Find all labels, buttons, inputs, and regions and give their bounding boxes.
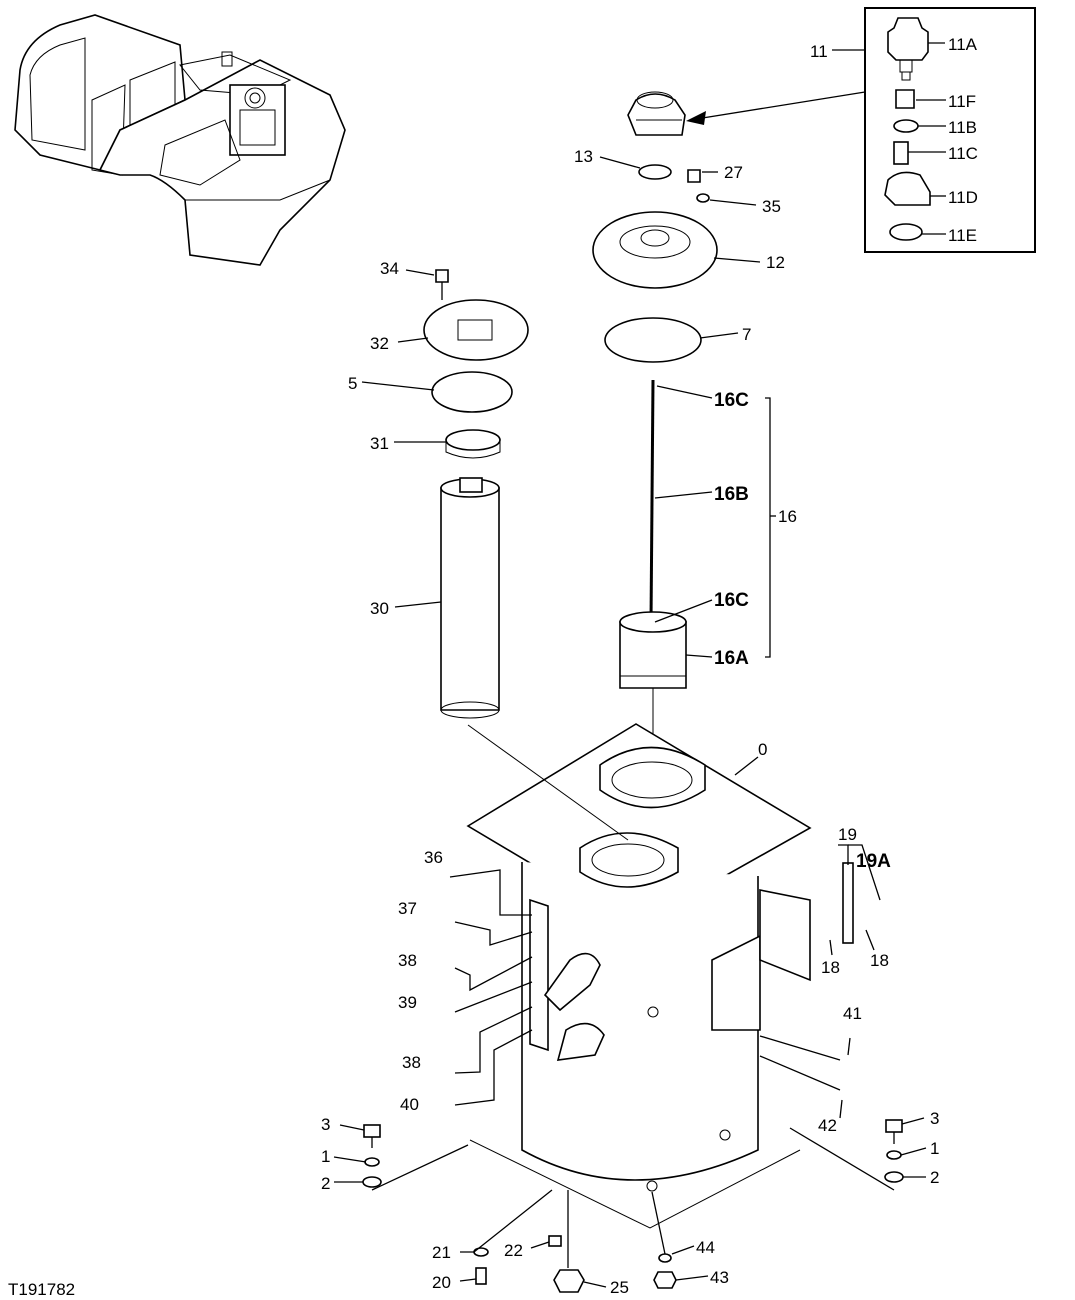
- callout-12: 12: [766, 253, 785, 272]
- callout-11D: 11D: [948, 188, 978, 207]
- callout-34: 34: [380, 259, 399, 278]
- callout-11: 11: [810, 42, 828, 61]
- callout-0: 0: [758, 740, 767, 759]
- bolt-3-right: [885, 1119, 903, 1144]
- callout-37: 37: [398, 899, 417, 918]
- bolt-3-left: [363, 1124, 381, 1148]
- hydraulic-tank-body: [466, 723, 854, 1229]
- callout-38a: 38: [398, 951, 417, 970]
- callout-38b: 38: [402, 1053, 421, 1072]
- callout-44: 44: [696, 1238, 715, 1257]
- drain-plug-25: [553, 1269, 585, 1293]
- plug-20: [475, 1267, 487, 1285]
- callout-2-left: 2: [321, 1174, 330, 1193]
- callout-19: 19: [838, 825, 857, 844]
- callout-11E: 11E: [948, 226, 977, 245]
- callout-43: 43: [710, 1268, 729, 1287]
- callout-7: 7: [742, 325, 751, 344]
- callout-31: 31: [370, 434, 389, 453]
- callout-16C-top: 16C: [714, 390, 749, 411]
- ring-31: [445, 429, 501, 459]
- callout-22: 22: [504, 1241, 523, 1260]
- o-ring-7: [604, 317, 702, 363]
- callout-19A: 19A: [856, 851, 891, 872]
- washer-1-right: [886, 1150, 902, 1160]
- callout-18b: 18: [870, 951, 889, 970]
- callout-13: 13: [574, 147, 593, 166]
- callout-16B: 16B: [714, 484, 749, 505]
- callout-18a: 18: [821, 958, 840, 977]
- bolt-27: [687, 169, 701, 183]
- callout-32: 32: [370, 334, 389, 353]
- excavator-location-view: [14, 14, 346, 266]
- plug-22: [548, 1235, 562, 1247]
- float-16A: [619, 611, 687, 689]
- washer-2-right: [884, 1171, 904, 1183]
- filter-element-30: [440, 477, 500, 719]
- cover-plate-12: [592, 211, 718, 289]
- callout-20: 20: [432, 1273, 451, 1292]
- callout-30: 30: [370, 599, 389, 618]
- callout-5: 5: [348, 374, 357, 393]
- callout-1-left: 1: [321, 1147, 330, 1166]
- breather-inset-box: [864, 7, 1036, 253]
- callout-16C-low: 16C: [714, 590, 749, 611]
- washer-2-left: [362, 1176, 382, 1188]
- callout-36: 36: [424, 848, 443, 867]
- callout-21: 21: [432, 1243, 451, 1262]
- callout-11A: 11A: [948, 35, 978, 54]
- callout-39: 39: [398, 993, 417, 1012]
- plug-43: [653, 1271, 677, 1289]
- callout-11F: 11F: [948, 92, 976, 111]
- callout-11B: 11B: [948, 118, 977, 137]
- callout-42: 42: [818, 1116, 837, 1135]
- leader-lines: [333, 42, 946, 1288]
- callout-1-right: 1: [930, 1139, 939, 1158]
- drawing-id: T191782: [8, 1280, 75, 1299]
- callout-labels: 11 11A 11F 11B 11C 11D 11E 13 27 35 12 3…: [321, 35, 978, 1297]
- callout-25: 25: [610, 1278, 629, 1297]
- washer-21: [473, 1247, 489, 1257]
- breather-cap: [627, 91, 686, 136]
- callout-3-right: 3: [930, 1109, 939, 1128]
- bolt-34: [435, 269, 449, 283]
- callout-3-left: 3: [321, 1115, 330, 1134]
- callout-16: 16: [778, 507, 797, 526]
- washer-1-left: [364, 1157, 380, 1167]
- callout-35: 35: [762, 197, 781, 216]
- gasket-13: [638, 164, 672, 180]
- callout-40: 40: [400, 1095, 419, 1114]
- filter-cover-32: [423, 299, 529, 361]
- callout-2-right: 2: [930, 1168, 939, 1187]
- washer-35: [696, 193, 710, 203]
- callout-41: 41: [843, 1004, 862, 1023]
- callout-11C: 11C: [948, 144, 978, 163]
- callout-16A: 16A: [714, 648, 749, 669]
- washer-44: [658, 1253, 672, 1263]
- o-ring-5: [431, 371, 513, 413]
- callout-27: 27: [724, 163, 743, 182]
